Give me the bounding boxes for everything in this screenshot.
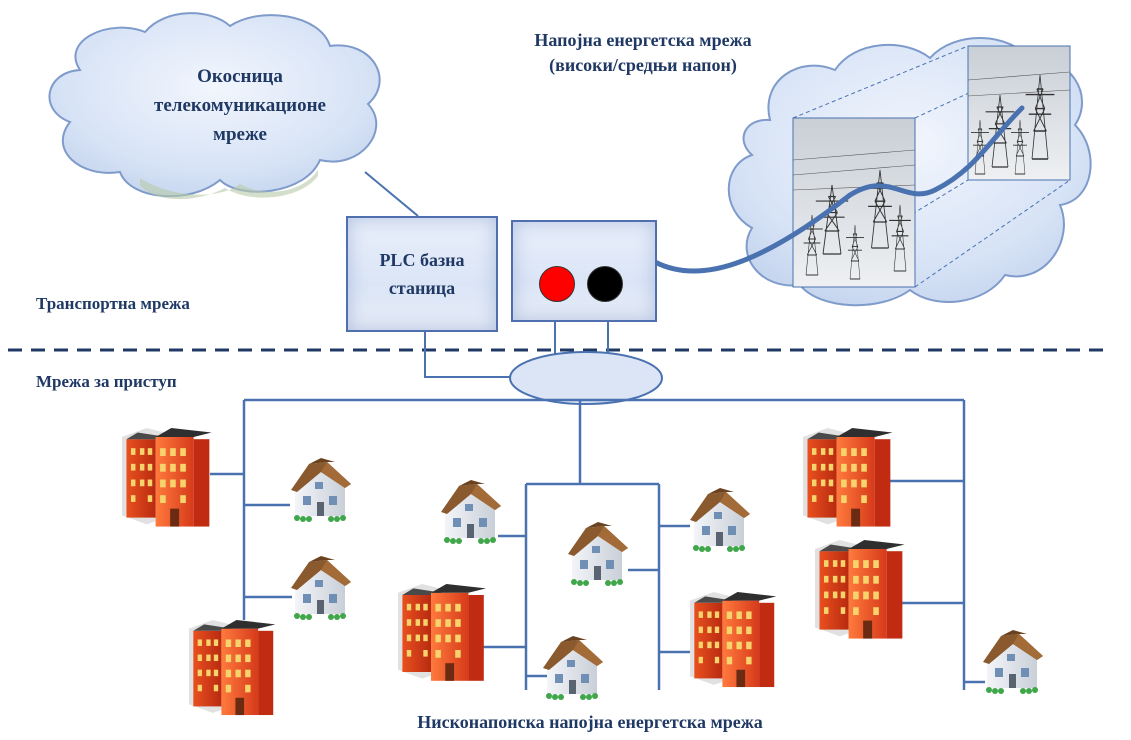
house-7 bbox=[983, 630, 1043, 694]
apartment-building-2 bbox=[189, 620, 276, 716]
plc-base-station-label: PLC базна станица bbox=[348, 246, 496, 302]
access-node bbox=[509, 351, 663, 405]
power-grid-title: Напојна енергетска мрежа (високи/средњи … bbox=[478, 28, 808, 78]
apartment-building-3 bbox=[398, 584, 486, 681]
red-indicator bbox=[539, 266, 575, 302]
black-indicator bbox=[587, 266, 623, 302]
backbone-cloud-label: Окосница телекомуникационе мреже bbox=[145, 62, 335, 149]
house-5 bbox=[690, 488, 750, 552]
apartment-building-4 bbox=[690, 592, 777, 688]
plc-label-line-1: PLC базна bbox=[379, 250, 465, 270]
backbone-label-line-3: мреже bbox=[213, 124, 267, 145]
house-3 bbox=[441, 480, 501, 544]
apartment-building-1 bbox=[122, 428, 212, 527]
coupler-unit bbox=[511, 220, 657, 322]
backbone-link bbox=[364, 171, 419, 217]
plc-label-line-2: станица bbox=[388, 278, 456, 298]
apartment-building-5 bbox=[803, 428, 893, 527]
backbone-label-line-1: Окосница bbox=[197, 66, 283, 87]
backbone-cloud bbox=[48, 12, 381, 200]
hv-cable bbox=[652, 105, 1025, 274]
house-2 bbox=[291, 556, 351, 620]
apartment-building-6 bbox=[815, 540, 905, 639]
low-voltage-network-label: Нисконапонска напојна енергетска мрежа bbox=[417, 712, 763, 732]
lv-network bbox=[210, 398, 985, 690]
house-1 bbox=[291, 458, 351, 522]
power-grid-title-line-2: (високи/средњи напон) bbox=[549, 55, 737, 75]
access-network-label: Мрежа за приступ bbox=[36, 372, 177, 391]
power-line-photo-large bbox=[792, 117, 916, 288]
house-6 bbox=[543, 636, 603, 700]
backbone-label-line-2: телекомуникационе bbox=[154, 95, 326, 116]
transport-network-label: Транспортна мрежа bbox=[36, 294, 190, 313]
plc-base-station: PLC базна станица bbox=[346, 216, 498, 332]
power-grid-title-line-1: Напојна енергетска мрежа bbox=[534, 30, 752, 50]
house-4 bbox=[568, 522, 628, 586]
